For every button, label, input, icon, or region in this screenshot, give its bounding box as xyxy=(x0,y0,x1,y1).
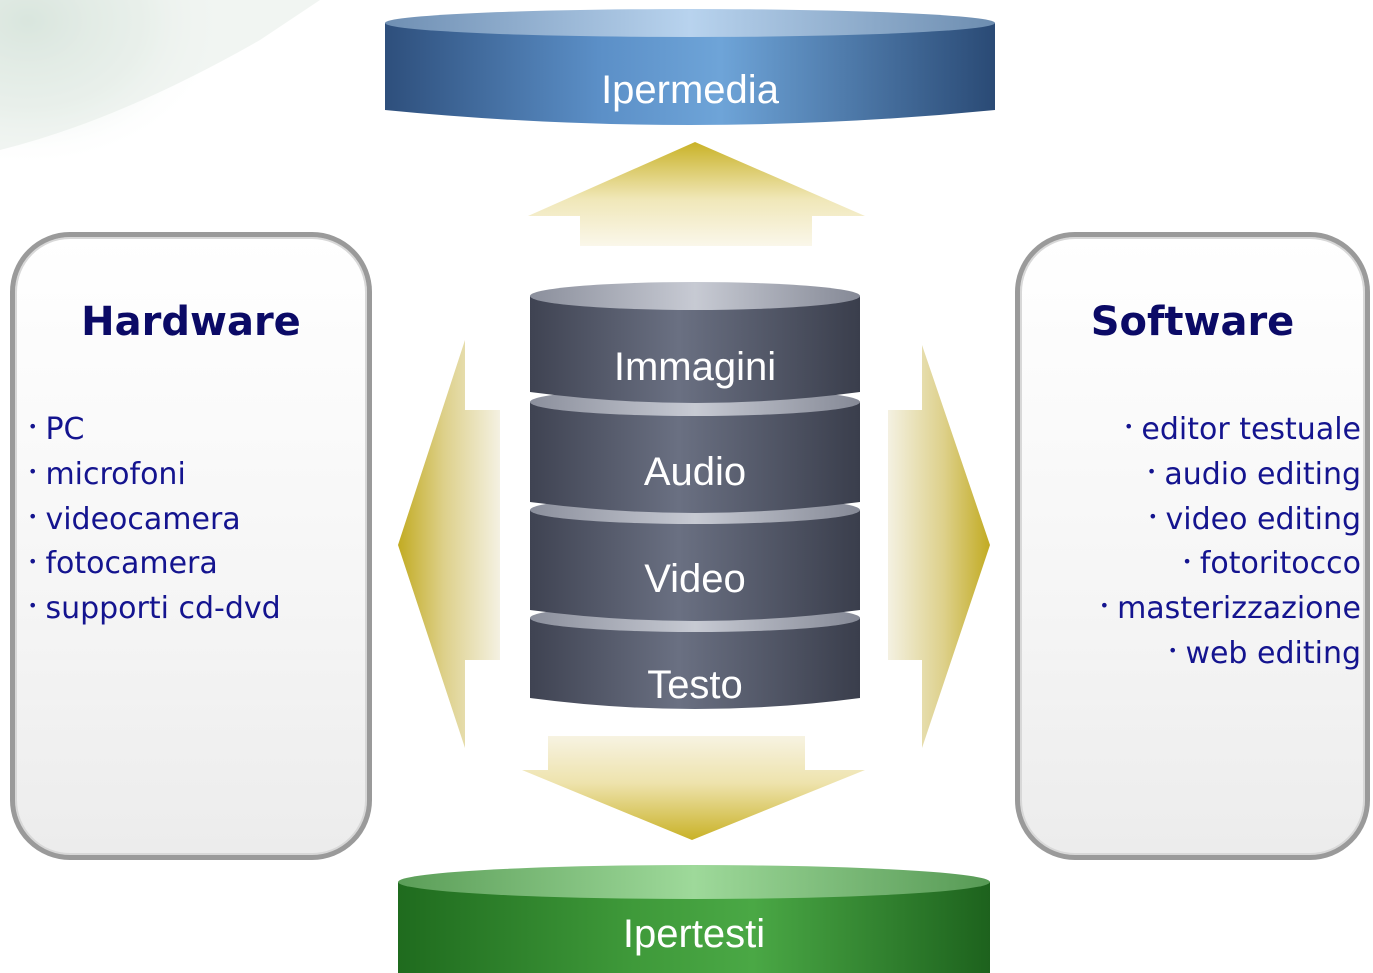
list-item: •audio editing xyxy=(1146,456,1361,492)
list-item: •PC xyxy=(28,412,85,447)
software-title: Software xyxy=(1090,299,1295,345)
hardware-list: •PC •microfoni •videocamera •fotocamera … xyxy=(28,408,281,632)
stack-label-audio: Audio xyxy=(643,450,747,494)
ipermedia-label: Ipermedia xyxy=(601,68,779,112)
list-item: •web editing xyxy=(1168,635,1361,671)
hardware-box: Hardware xyxy=(10,232,372,860)
list-item: •video editing xyxy=(1148,501,1361,537)
list-item: •masterizzazione xyxy=(1099,591,1361,626)
up-arrow xyxy=(528,142,865,246)
left-arrow xyxy=(398,340,500,748)
list-item: •fotoritocco xyxy=(1182,546,1361,582)
hardware-title: Hardware xyxy=(81,299,301,345)
list-item: •microfoni xyxy=(28,456,186,492)
down-arrow xyxy=(522,736,865,840)
list-item: •fotocamera xyxy=(28,546,218,582)
ipertesti-cylinder xyxy=(398,865,990,973)
ipermedia-cylinder xyxy=(385,9,995,125)
ipertesti-label: Ipertesti xyxy=(622,912,766,956)
right-arrow xyxy=(888,345,990,748)
stack-label-immagini: Immagini xyxy=(613,345,777,389)
software-box: Software xyxy=(1015,232,1370,860)
list-item: •videocamera xyxy=(28,501,241,537)
stack-label-video: Video xyxy=(644,557,746,601)
list-item: •editor testuale xyxy=(1123,412,1361,447)
software-list: •editor testuale •audio editing •video e… xyxy=(1100,408,1361,677)
list-item: •supporti cd-dvd xyxy=(28,591,281,626)
media-stack xyxy=(530,282,860,709)
stack-label-testo: Testo xyxy=(647,663,743,707)
